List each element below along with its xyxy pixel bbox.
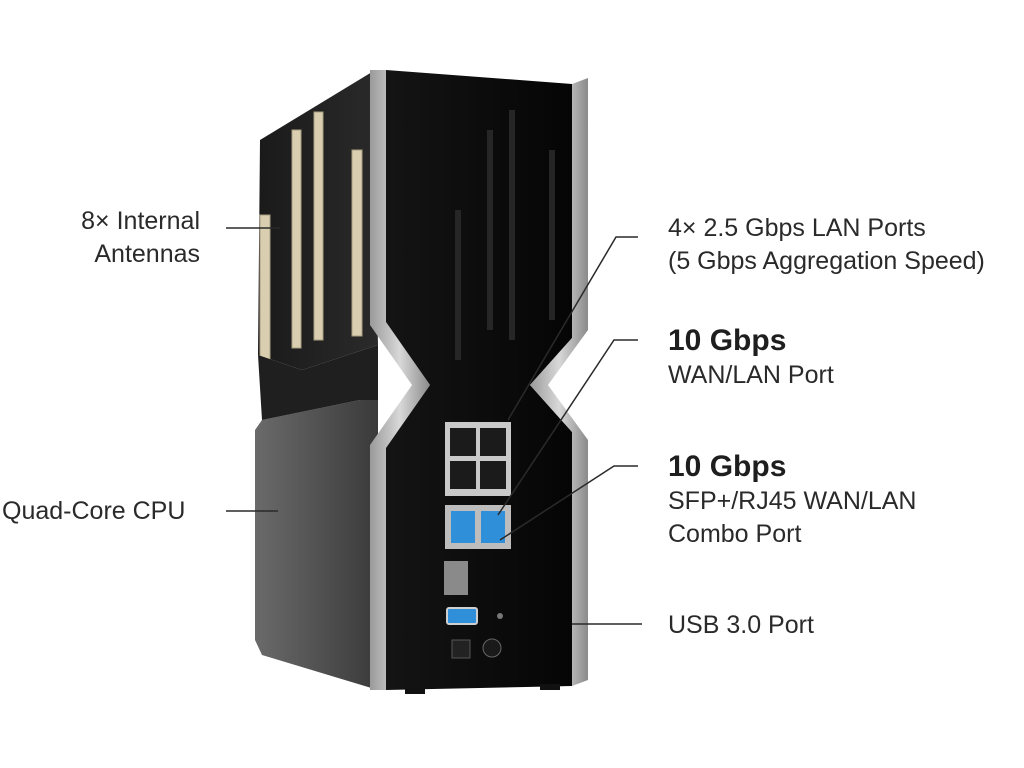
wan-port-subtitle: WAN/LAN Port <box>668 361 834 389</box>
lan-ports-callout: 4× 2.5 Gbps LAN Ports (5 Gbps Aggregatio… <box>668 212 985 278</box>
wan-port-callout: 10 Gbps WAN/LAN Port <box>668 323 834 392</box>
wan-combo-ports <box>445 505 511 549</box>
lan-ports-line2: (5 Gbps Aggregation Speed) <box>668 247 985 275</box>
cpu-housing <box>255 400 378 690</box>
cpu-callout: Quad-Core CPU <box>2 497 186 525</box>
combo-port-callout: 10 Gbps SFP+/RJ45 WAN/LAN Combo Port <box>668 449 916 551</box>
combo-port-title: 10 Gbps <box>668 450 787 483</box>
antennas-line2: Antennas <box>94 240 200 268</box>
sfp-port <box>444 561 468 595</box>
usb-port-callout: USB 3.0 Port <box>668 611 814 639</box>
lan-ports-block <box>445 422 511 496</box>
usb-port <box>446 607 478 625</box>
antennas-line1: 8× Internal <box>81 207 200 235</box>
wan-port-title: 10 Gbps <box>668 324 787 357</box>
lan-ports-line1: 4× 2.5 Gbps LAN Ports <box>668 214 926 242</box>
combo-port-line3: Combo Port <box>668 520 802 548</box>
antennas-callout: 8× Internal Antennas <box>40 205 200 271</box>
combo-port-line2: SFP+/RJ45 WAN/LAN <box>668 487 917 515</box>
antennas <box>259 111 363 364</box>
silver-trim-left <box>370 70 430 690</box>
